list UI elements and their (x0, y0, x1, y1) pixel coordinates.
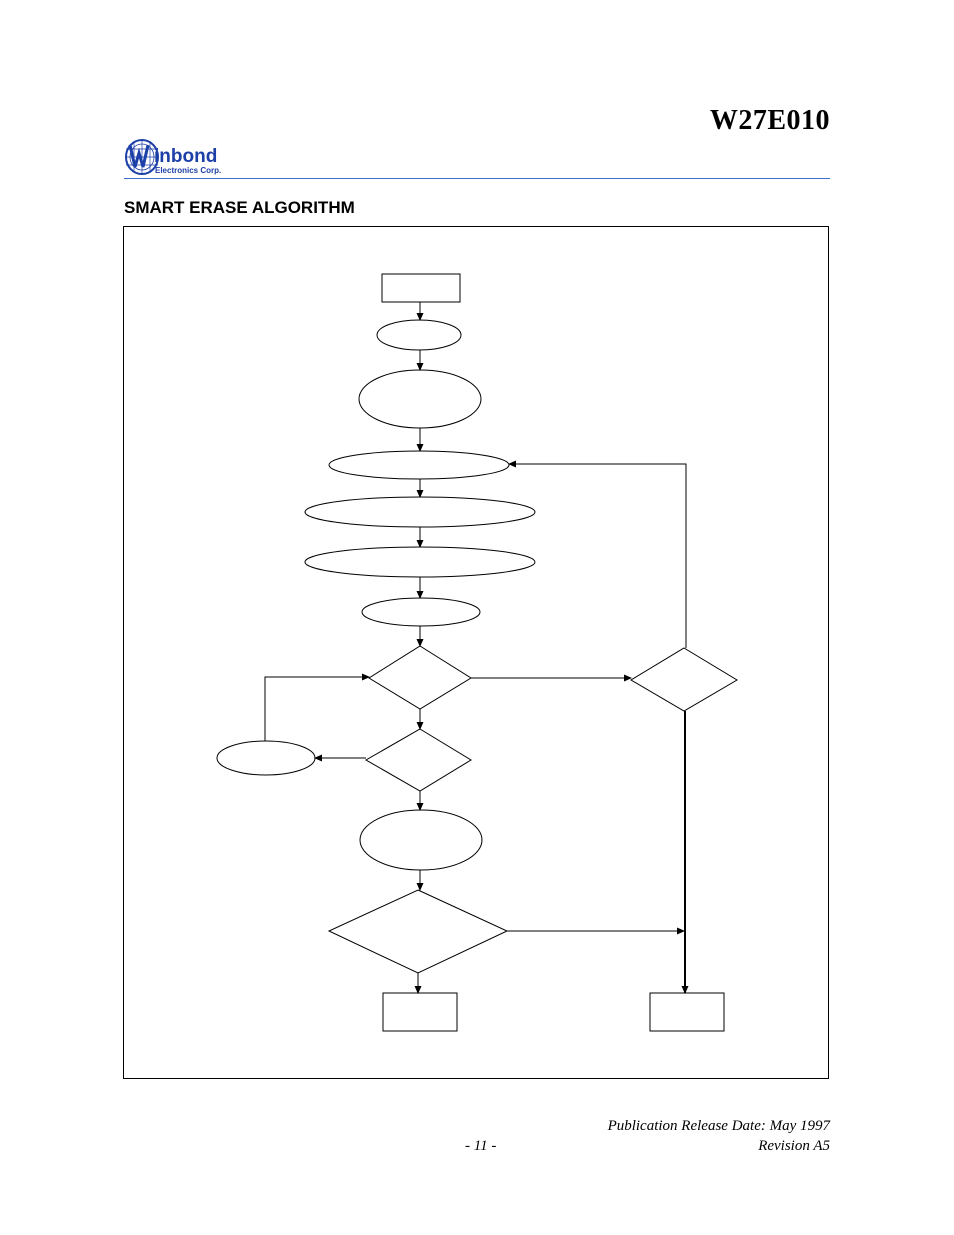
decision-diamond-3 (327, 889, 509, 974)
step-oval-5 (304, 546, 536, 578)
start-box (381, 273, 461, 303)
logo-globe-icon (125, 139, 159, 175)
step-oval-6 (361, 597, 481, 627)
part-number: W27E010 (709, 105, 830, 136)
decision-diamond-1 (368, 645, 472, 710)
winbond-logo: inbond Electronics Corp. (125, 139, 221, 175)
step-oval-4 (304, 496, 536, 528)
footer-release-date: Publication Release Date: May 1997 (607, 1118, 830, 1134)
end-box-fail (649, 992, 725, 1032)
step-oval-7 (359, 809, 483, 871)
logo-tagline-text: Electronics Corp. (155, 166, 221, 175)
decision-diamond-2 (364, 728, 472, 792)
logo-brand-text: inbond (154, 146, 217, 167)
step-oval-1 (376, 319, 462, 351)
section-title: SMART ERASE ALGORITHM (124, 198, 355, 217)
footer-page-number: - 11 - (465, 1138, 497, 1154)
step-oval-2 (358, 369, 482, 429)
connector-arrow (508, 460, 687, 648)
flowchart-frame (123, 226, 829, 1079)
footer-revision: Revision A5 (758, 1138, 830, 1154)
end-box-pass (382, 992, 458, 1032)
header-rule (124, 178, 830, 179)
step-oval-3 (328, 450, 510, 480)
decision-diamond-right (630, 647, 738, 712)
connector-arrow (264, 673, 370, 741)
step-oval-left (216, 740, 316, 776)
